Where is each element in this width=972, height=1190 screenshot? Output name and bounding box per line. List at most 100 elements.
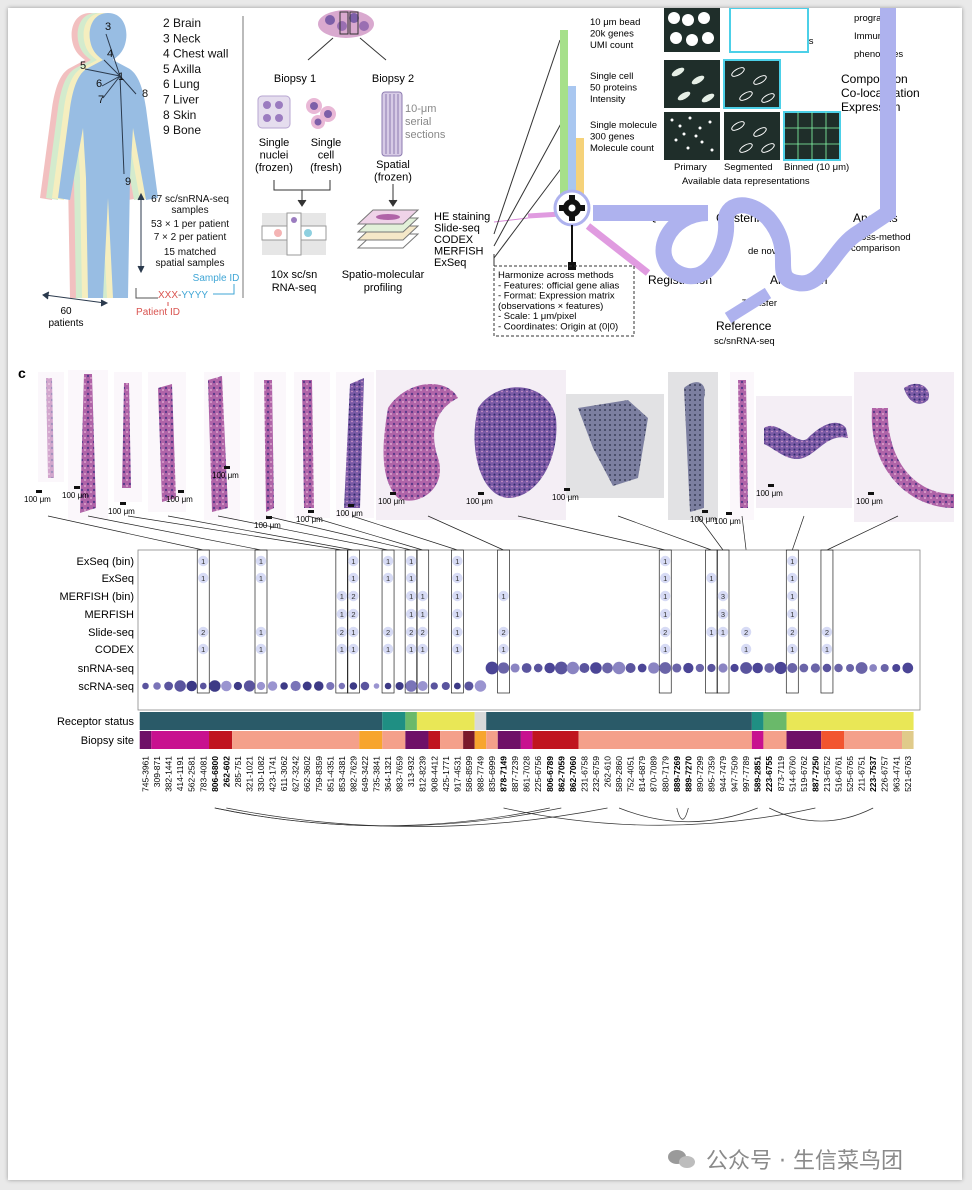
method-count-value: 1: [351, 628, 355, 637]
sample-id-887-7239: 887-7239: [510, 756, 520, 792]
image-connector: [617, 515, 712, 551]
sample-id-589-2851: 589-2851: [753, 756, 763, 792]
representation-thumbnails: [664, 8, 841, 161]
scale-bar: [120, 502, 126, 505]
panel-b: Biopsy 1 Biopsy 2 Singlenuclei(frozen)Si…: [255, 8, 920, 347]
method-count-dot: [382, 555, 394, 567]
bead-spec-2: UMI count: [590, 40, 634, 51]
image-connector: [265, 515, 412, 551]
reference-sub-label: sc/snRNA-seq: [714, 336, 775, 347]
sample-id-887-7250: 887-7250: [810, 756, 820, 792]
method-count-value: 2: [409, 628, 413, 637]
scale-bar: [36, 490, 42, 493]
snrna-seq-dot: [730, 663, 739, 673]
method-count-dot: [255, 643, 267, 655]
method-count-value: 1: [386, 557, 390, 566]
method-count-dot: [255, 626, 267, 638]
method-count-value: 1: [409, 574, 413, 583]
scrna-seq-dot: [233, 681, 243, 691]
watermark-text: 公众号 · 生信菜鸟团: [706, 1149, 903, 1174]
id-bracket: [135, 288, 158, 299]
method-count-value: 1: [201, 557, 205, 566]
sample-id-223-7537: 223-7537: [868, 756, 878, 792]
method-count-value: 2: [501, 628, 505, 637]
harmonize-line-2: - Format: Expression matrix: [498, 291, 615, 302]
image-connector: [127, 515, 342, 551]
biopsy1-label: Biopsy 1: [274, 73, 316, 85]
method-count-dot: [198, 572, 209, 584]
method-count-value: 1: [351, 645, 355, 654]
method-count-dot: [405, 608, 417, 620]
method-count-dot: [348, 555, 359, 567]
count-line-1: samples: [171, 205, 208, 216]
snrna-seq-dot: [659, 662, 672, 674]
body-silhouettes: [40, 13, 158, 298]
method-count-dot: [821, 643, 833, 655]
snrna-seq-dot: [774, 661, 787, 675]
prep-arrows: [273, 180, 398, 207]
scale-bar-label-4: 100 μm: [212, 471, 239, 480]
method-count-value: 1: [790, 592, 794, 601]
method-count-dot: [452, 608, 463, 620]
snrna-seq-dot: [718, 663, 728, 673]
image-connector: [307, 515, 423, 551]
method-count-dot: [717, 626, 729, 638]
sample-id-759-8359: 759-8359: [314, 756, 324, 792]
method-count-value: 1: [340, 592, 344, 601]
site-item-3: 5 Axilla: [163, 62, 201, 76]
biopsy-site-cell: [232, 731, 360, 749]
single-cell-label-1: cell: [318, 150, 335, 162]
method-count-value: 1: [744, 645, 748, 654]
biopsy-site-cell: [139, 731, 152, 749]
scale-bar-label-12: 100 μm: [714, 517, 741, 526]
single-cell-label-2: (fresh): [310, 162, 342, 174]
method-count-dot: [787, 590, 798, 602]
method-count-dot: [348, 643, 359, 655]
sample-id-649-3422: 649-3422: [360, 756, 370, 792]
id-template: XXX-YYYY: [158, 290, 208, 301]
sample-id-414-1191: 414-1191: [175, 756, 185, 792]
sample-id-745-3961: 745-3961: [141, 756, 151, 792]
biopsy-site-cell: [382, 731, 406, 749]
biopsy-site-cell: [474, 731, 487, 749]
chat-bubble-icon: [668, 1148, 698, 1170]
scale-bar: [178, 490, 184, 493]
biopsy-site-cell: [532, 731, 579, 749]
top-right-1: Immune: [854, 31, 888, 42]
method-count-value: 1: [455, 574, 459, 583]
sample-id-851-4351: 851-4351: [325, 756, 335, 792]
body-marker-7: 7: [98, 94, 104, 106]
matched-pair-arc: [769, 807, 874, 822]
scrna-seq-dot: [464, 681, 474, 691]
method-count-dot: [198, 643, 209, 655]
singlecell-spec-0: Single cell: [590, 71, 633, 82]
sample-id-425-1771: 425-1771: [441, 756, 451, 792]
sample-id-835-6999: 835-6999: [487, 756, 497, 792]
sample-id-878-7149: 878-7149: [499, 756, 509, 792]
method-count-dot: [452, 555, 463, 567]
scrna-seq-dot: [174, 680, 186, 692]
receptor-status-cell: [786, 712, 914, 730]
scale-bar: [74, 486, 80, 489]
method-count-value: 1: [790, 645, 794, 654]
snrna-seq-dot: [683, 662, 694, 674]
method-count-dot: [198, 626, 209, 638]
method-count-value: 1: [825, 645, 829, 654]
sample-id-982-7629: 982-7629: [348, 756, 358, 792]
id-prefix: XXX: [158, 290, 178, 301]
method-count-value: 1: [409, 645, 413, 654]
method-count-dot: [405, 643, 417, 655]
receptor-status-cell: [751, 712, 764, 730]
scrna-seq-dot: [280, 682, 288, 690]
method-count-dot: [498, 626, 509, 638]
sample-id-364-1321: 364-1321: [383, 756, 393, 792]
snrna-seq-dot: [799, 663, 809, 673]
method-count-dot: [452, 626, 463, 638]
sample-id-890-7299: 890-7299: [695, 756, 705, 792]
snrna-seq-dot: [544, 662, 556, 674]
matched-pair-arc: [618, 807, 758, 823]
sample-id-627-3242: 627-3242: [291, 756, 301, 792]
sample-id-889-7270: 889-7270: [683, 756, 693, 792]
image-connector: [697, 515, 724, 551]
